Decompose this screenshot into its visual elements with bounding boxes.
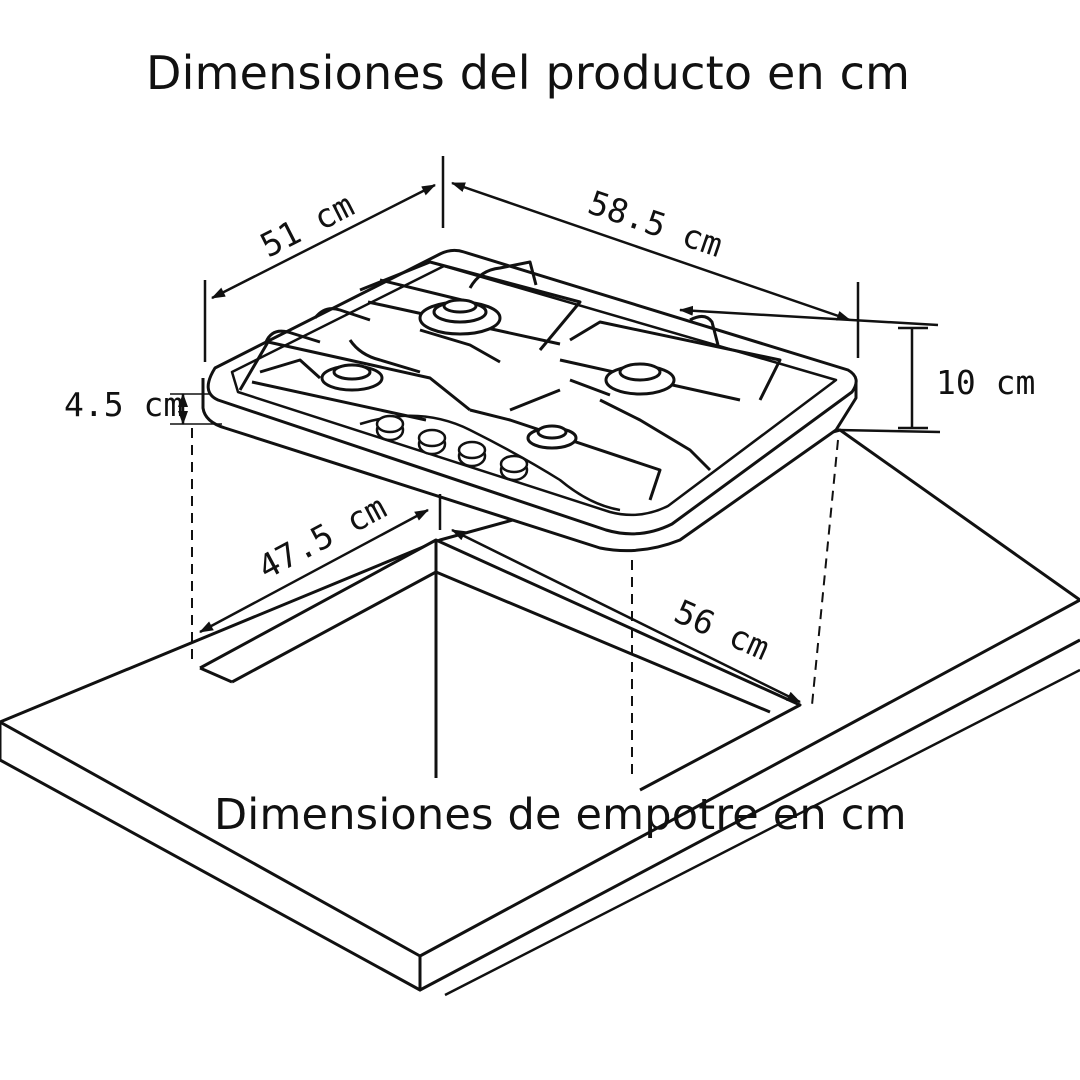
- label-top-thickness: 4.5 cm: [64, 385, 183, 424]
- title-cutout-dimensions: Dimensiones de empotre en cm: [214, 790, 907, 840]
- knob-2: [417, 428, 447, 456]
- dim-line-product-depth: [211, 183, 436, 300]
- burner-front: [526, 424, 578, 450]
- knob-1: [375, 414, 405, 442]
- grate-left: [238, 307, 471, 422]
- cutout-rim-link-left: [199, 666, 233, 684]
- burner-large: [418, 298, 502, 336]
- dimension-lines: [170, 156, 941, 704]
- knob-4: [499, 454, 529, 482]
- burner-right: [604, 362, 676, 396]
- countertop-right-edge: [419, 638, 1080, 992]
- label-product-height: 10 cm: [936, 363, 1035, 402]
- knob-3: [457, 440, 487, 468]
- cooktop-top-inner: [230, 264, 838, 517]
- countertop-front-edge: [0, 722, 422, 992]
- countertop-bottom-line: [444, 668, 1080, 997]
- dim-line-product-width: [451, 181, 851, 322]
- title-product-dimensions: Dimensiones del producto en cm: [146, 46, 911, 100]
- dim-line-cutout-width: [451, 528, 801, 704]
- dim-pointer-height: [679, 305, 939, 327]
- control-knobs: [375, 414, 529, 482]
- dim-line-cutout-depth: [199, 508, 429, 634]
- burner-left: [320, 363, 384, 392]
- label-product-depth: 51 cm: [254, 185, 360, 265]
